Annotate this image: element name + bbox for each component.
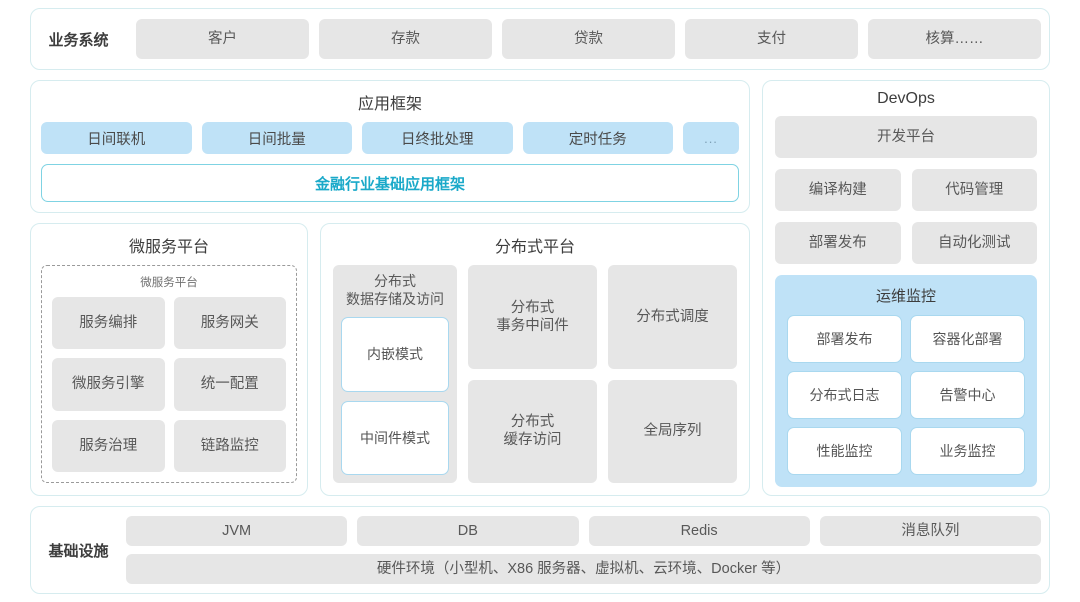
- dist-item-data-storage[interactable]: 分布式 数据存储及访问 内嵌模式 中间件模式: [333, 265, 457, 483]
- ops-monitoring-items: 部署发布 容器化部署 分布式日志 告警中心 性能监控 业务监控: [787, 315, 1025, 475]
- devops-item-automated-testing[interactable]: 自动化测试: [911, 222, 1037, 264]
- appfw-chip-scheduled-task[interactable]: 定时任务: [522, 122, 673, 154]
- business-system-panel: 业务系统 客户 存款 贷款 支付 核算……: [30, 8, 1050, 70]
- infrastructure-body: JVM DB Redis 消息队列 硬件环境（小型机、X86 服务器、虚拟机、云…: [126, 516, 1041, 584]
- dist-mode-middleware[interactable]: 中间件模式: [341, 400, 449, 475]
- infra-item-hardware-environment[interactable]: 硬件环境（小型机、X86 服务器、虚拟机、云环境、Docker 等）: [126, 554, 1041, 584]
- business-item-deposit[interactable]: 存款: [319, 19, 492, 59]
- distributed-platform-title: 分布式平台: [494, 239, 575, 256]
- ops-item-performance-monitoring[interactable]: 性能监控: [787, 427, 902, 475]
- business-system-items: 客户 存款 贷款 支付 核算……: [136, 19, 1041, 59]
- business-item-accounting[interactable]: 核算……: [868, 19, 1041, 59]
- devops-panel: DevOps 开发平台 编译构建 代码管理 部署发布 自动化测试 运维监控 部署…: [762, 80, 1050, 496]
- middle-left-column: 应用框架 日间联机 日间批量 日终批处理 定时任务 ... 金融行业基础应用框架…: [30, 80, 750, 496]
- ops-item-deploy-release[interactable]: 部署发布: [787, 315, 902, 363]
- devops-item-compile-build[interactable]: 编译构建: [775, 169, 901, 211]
- ms-item-link-monitoring[interactable]: 链路监控: [173, 419, 286, 472]
- business-item-payment[interactable]: 支付: [685, 19, 858, 59]
- appfw-chip-daytime-batch[interactable]: 日间批量: [201, 122, 352, 154]
- infra-item-redis[interactable]: Redis: [588, 516, 810, 546]
- distributed-items: 分布式 数据存储及访问 内嵌模式 中间件模式 分布式 事务中间件 分布式调度 分…: [333, 265, 737, 483]
- ms-item-service-gateway[interactable]: 服务网关: [173, 297, 286, 350]
- microservice-inner-title: 微服务平台: [140, 277, 198, 289]
- devops-title: DevOps: [877, 90, 935, 107]
- app-framework-banner: 金融行业基础应用框架: [41, 164, 739, 202]
- devops-tools-row-1: 编译构建 代码管理: [775, 169, 1037, 211]
- ms-item-microservice-engine[interactable]: 微服务引擎: [52, 358, 165, 411]
- dist-storage-modes: 内嵌模式 中间件模式: [341, 317, 449, 475]
- infrastructure-items: JVM DB Redis 消息队列: [126, 516, 1041, 546]
- app-framework-title: 应用框架: [357, 96, 422, 113]
- dist-mode-embedded[interactable]: 内嵌模式: [341, 317, 449, 392]
- dist-item-scheduling[interactable]: 分布式调度: [608, 265, 737, 369]
- middle-section: 应用框架 日间联机 日间批量 日终批处理 定时任务 ... 金融行业基础应用框架…: [30, 80, 1050, 496]
- business-system-label: 业务系统: [48, 31, 109, 49]
- dist-item-transaction-middleware[interactable]: 分布式 事务中间件: [468, 265, 597, 369]
- ms-item-service-governance[interactable]: 服务治理: [52, 419, 165, 472]
- distributed-other-items: 分布式 事务中间件 分布式调度 分布式 缓存访问 全局序列: [468, 265, 737, 483]
- appfw-chip-daytime-online[interactable]: 日间联机: [41, 122, 192, 154]
- devops-item-deploy-release[interactable]: 部署发布: [775, 222, 901, 264]
- ops-item-business-monitoring[interactable]: 业务监控: [910, 427, 1025, 475]
- platforms-row: 微服务平台 微服务平台 服务编排 服务网关 微服务引擎 统一配置 服务治理 链路…: [30, 223, 750, 496]
- ops-item-containerized-deploy[interactable]: 容器化部署: [910, 315, 1025, 363]
- business-item-loan[interactable]: 贷款: [502, 19, 675, 59]
- ops-monitoring-title: 运维监控: [875, 288, 936, 305]
- devops-body: DevOps 开发平台 编译构建 代码管理 部署发布 自动化测试 运维监控 部署…: [763, 81, 1049, 487]
- dist-item-cache-access[interactable]: 分布式 缓存访问: [468, 379, 597, 483]
- infra-item-db[interactable]: DB: [357, 516, 579, 546]
- microservice-items: 服务编排 服务网关 微服务引擎 统一配置 服务治理 链路监控: [52, 297, 286, 472]
- ops-item-alert-center[interactable]: 告警中心: [910, 371, 1025, 419]
- dist-data-storage-label: 分布式 数据存储及访问: [346, 273, 444, 307]
- app-framework-panel: 应用框架 日间联机 日间批量 日终批处理 定时任务 ... 金融行业基础应用框架: [30, 80, 750, 213]
- infrastructure-panel: 基础设施 JVM DB Redis 消息队列 硬件环境（小型机、X86 服务器、…: [30, 506, 1050, 594]
- business-item-customer[interactable]: 客户: [136, 19, 309, 59]
- infra-item-jvm[interactable]: JVM: [126, 516, 348, 546]
- devops-item-code-management[interactable]: 代码管理: [911, 169, 1037, 211]
- ms-item-unified-config[interactable]: 统一配置: [173, 358, 286, 411]
- appfw-chip-eod-batch[interactable]: 日终批处理: [362, 122, 513, 154]
- ms-item-service-orchestration[interactable]: 服务编排: [52, 297, 165, 350]
- devops-item-dev-platform[interactable]: 开发平台: [775, 116, 1037, 158]
- dist-item-global-sequence[interactable]: 全局序列: [608, 379, 737, 483]
- infra-item-message-queue[interactable]: 消息队列: [819, 516, 1041, 546]
- ops-item-distributed-log[interactable]: 分布式日志: [787, 371, 902, 419]
- app-framework-chips: 日间联机 日间批量 日终批处理 定时任务 ...: [41, 122, 739, 154]
- infrastructure-label: 基础设施: [48, 542, 109, 560]
- distributed-platform-panel: 分布式平台 分布式 数据存储及访问 内嵌模式 中间件模式 分布式 事务中间件 分…: [320, 223, 750, 496]
- ops-monitoring-box: 运维监控 部署发布 容器化部署 分布式日志 告警中心 性能监控 业务监控: [775, 275, 1037, 487]
- appfw-chip-more[interactable]: ...: [683, 122, 739, 154]
- microservice-platform-panel: 微服务平台 微服务平台 服务编排 服务网关 微服务引擎 统一配置 服务治理 链路…: [30, 223, 308, 496]
- microservice-inner-box: 微服务平台 服务编排 服务网关 微服务引擎 统一配置 服务治理 链路监控: [41, 265, 297, 483]
- devops-tools-row-2: 部署发布 自动化测试: [775, 222, 1037, 264]
- microservice-platform-title: 微服务平台: [128, 239, 209, 256]
